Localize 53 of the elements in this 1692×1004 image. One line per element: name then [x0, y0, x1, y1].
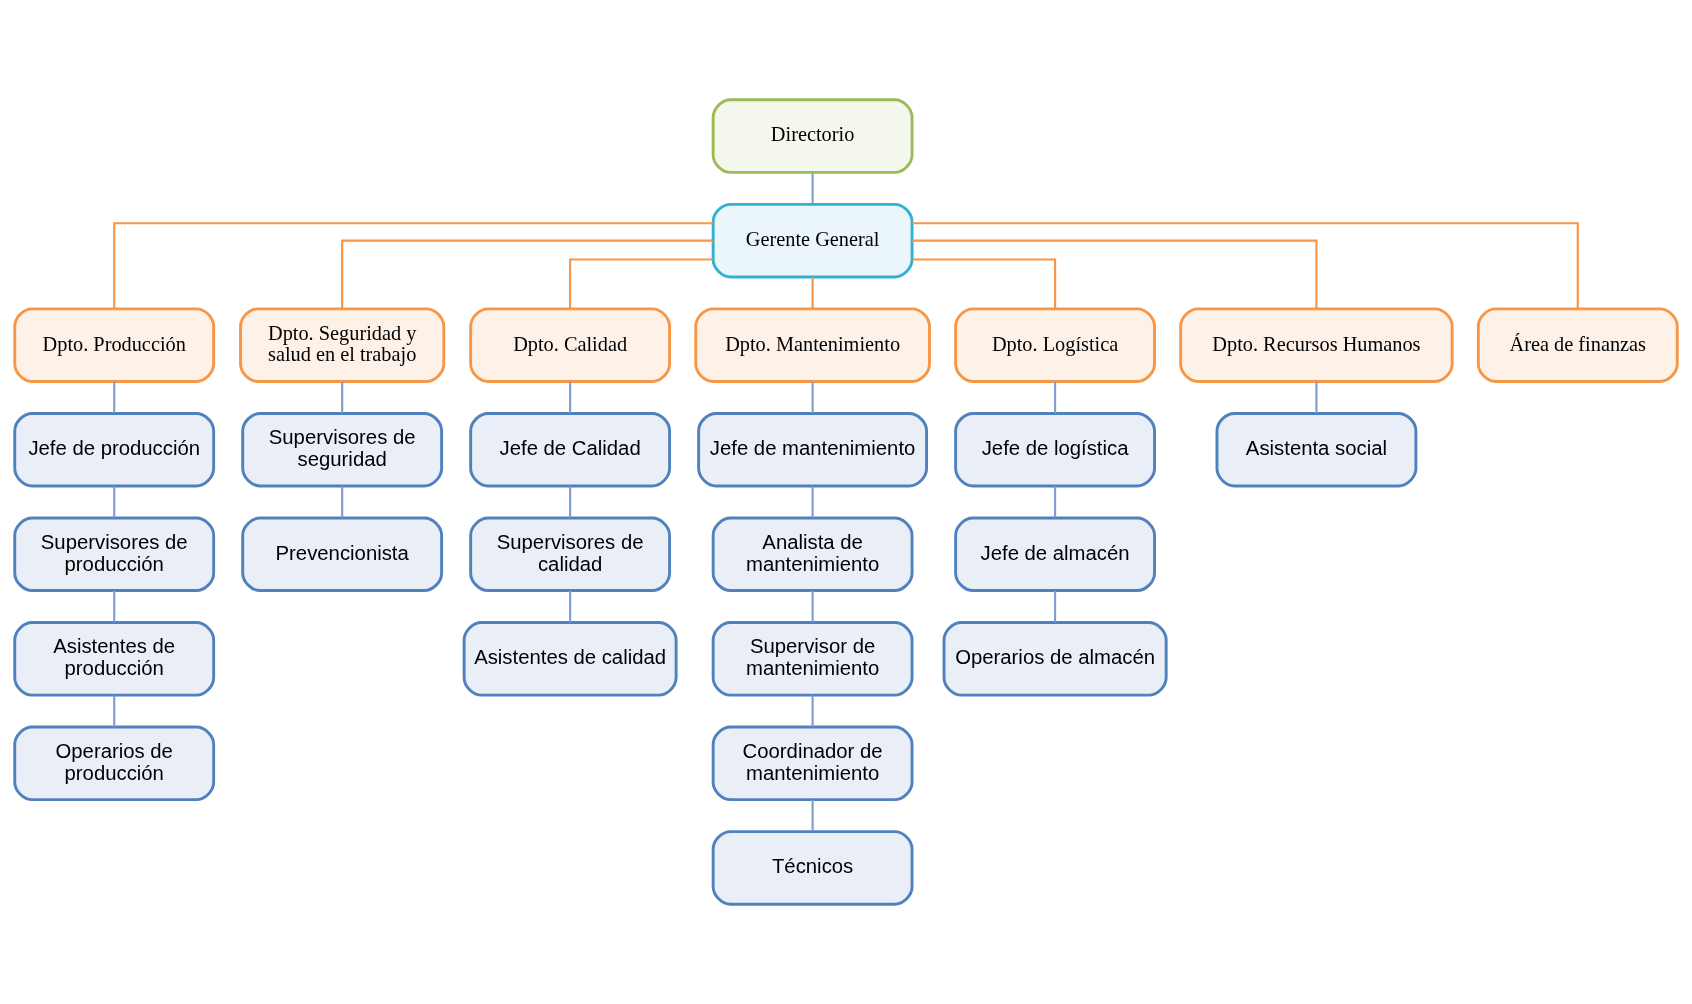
node-box: Dpto. Mantenimiento	[694, 307, 931, 383]
connector	[811, 172, 814, 204]
connector	[811, 590, 814, 623]
connector	[341, 239, 713, 309]
node-box: Jefe de producción	[13, 412, 216, 488]
connector	[912, 239, 1318, 309]
connector	[341, 486, 344, 518]
node-box: Directorio	[711, 98, 914, 174]
node-box: Prevencionista	[241, 516, 444, 593]
connector	[1315, 381, 1318, 413]
connector	[113, 695, 116, 727]
node-box: Supervisores de producción	[13, 516, 216, 593]
connector	[1054, 381, 1057, 413]
node-box: Dpto. Logística	[954, 307, 1156, 383]
node-box: Operarios de almacén	[942, 621, 1168, 697]
node-box: Jefe de almacén	[954, 516, 1156, 593]
node-box: Supervisores de calidad	[469, 516, 672, 593]
node-box: Dpto. Producción	[13, 307, 216, 383]
node-box: Dpto. Calidad	[469, 307, 672, 383]
node-box: Asistentes de calidad	[462, 621, 678, 697]
connector	[341, 381, 344, 413]
node-box: Jefe de mantenimiento	[697, 412, 929, 488]
connector	[113, 590, 116, 623]
node-box: Jefe de logística	[954, 412, 1156, 488]
connector	[912, 258, 1057, 309]
connector	[569, 258, 713, 309]
node-box: Analista de mantenimiento	[711, 516, 914, 593]
node-box: Asistenta social	[1215, 412, 1418, 488]
node-box: Gerente General	[711, 202, 914, 279]
connector	[569, 590, 572, 623]
connector	[811, 799, 814, 832]
connector	[113, 486, 116, 518]
node-box: Área de finanzas	[1476, 307, 1679, 383]
connector	[113, 381, 116, 413]
node-box: Supervisores de seguridad	[241, 412, 444, 488]
connector	[1054, 486, 1057, 518]
node-box: Jefe de Calidad	[469, 412, 672, 488]
node-box: Técnicos	[711, 830, 914, 906]
connector	[912, 222, 1579, 309]
node-box: Dpto. Recursos Humanos	[1179, 307, 1454, 383]
connector	[1054, 590, 1057, 623]
node-box: Dpto. Seguridad y salud en el trabajo	[239, 307, 446, 383]
connector	[811, 695, 814, 727]
connector	[569, 486, 572, 518]
node-box: Coordinador de mantenimiento	[711, 725, 914, 802]
node-box: Supervisor de mantenimiento	[711, 621, 914, 697]
connector	[811, 277, 814, 309]
connector	[113, 222, 713, 309]
connector	[811, 381, 814, 413]
node-box: Asistentes de producción	[13, 621, 216, 697]
connector	[811, 486, 814, 518]
connector	[569, 381, 572, 413]
node-box: Operarios de producción	[13, 725, 216, 802]
